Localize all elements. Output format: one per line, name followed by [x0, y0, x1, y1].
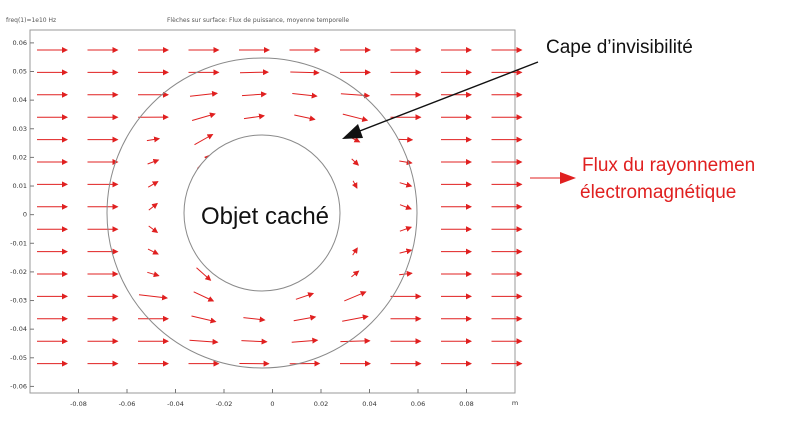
- x-axis-ticks: -0.08 -0.06 -0.04 -0.02 0 0.02 0.04 0.06 0.08: [70, 389, 474, 408]
- x-tick-label: 0: [270, 400, 274, 408]
- flow-arrow: [352, 247, 358, 256]
- flux-label-line2: électromagnétique: [580, 182, 736, 203]
- hidden-object-label: Objet caché: [201, 203, 329, 230]
- cloak-outer-boundary: [106, 57, 418, 369]
- flow-arrow: [146, 136, 161, 143]
- flow-arrow: [293, 314, 317, 322]
- flow-arrow: [342, 113, 369, 122]
- cloak-label: Cape d’invisibilité: [546, 37, 693, 58]
- y-tick-label: 0: [23, 211, 27, 219]
- flow-arrow: [351, 270, 360, 278]
- flow-arrow: [292, 92, 318, 99]
- power-flow-arrows: [37, 47, 523, 367]
- flow-arrow: [147, 271, 160, 278]
- y-tick-label: -0.02: [10, 268, 27, 276]
- x-tick-label: 0.02: [314, 400, 328, 408]
- x-tick-label: 0.08: [459, 400, 473, 408]
- x-tick-label: -0.02: [216, 400, 233, 408]
- flow-arrow: [239, 69, 269, 76]
- flow-arrow: [243, 113, 265, 120]
- flow-arrow: [191, 315, 217, 324]
- flow-arrow: [399, 248, 413, 255]
- y-tick-label: -0.06: [10, 382, 27, 390]
- flow-arrow: [340, 92, 371, 99]
- x-tick-label: -0.08: [70, 400, 87, 408]
- flow-arrow: [399, 270, 413, 277]
- y-tick-label: 0.02: [13, 153, 27, 161]
- flow-arrow: [340, 337, 371, 344]
- y-tick-label: -0.03: [10, 297, 27, 305]
- flow-arrow: [294, 114, 316, 122]
- flow-arrow: [189, 90, 218, 97]
- flow-arrow: [196, 267, 212, 281]
- flow-arrow: [147, 158, 160, 165]
- plot-header-frequency: freq(1)=1e10 Hz: [6, 17, 56, 24]
- flow-arrow: [243, 316, 266, 323]
- flow-arrow: [241, 91, 267, 98]
- cloak-pointer-line: [351, 61, 539, 135]
- y-tick-label: -0.05: [10, 354, 27, 362]
- y-tick-label: 0.05: [13, 68, 27, 76]
- flow-arrow: [148, 202, 158, 211]
- flow-arrow: [194, 134, 214, 146]
- flow-arrow: [351, 180, 358, 189]
- flow-arrow: [295, 292, 315, 300]
- flux-label-line1: Flux du rayonnemen: [582, 155, 755, 176]
- y-tick-label: 0.03: [13, 125, 27, 133]
- y-tick-label: -0.01: [10, 239, 27, 247]
- flow-arrow: [193, 291, 215, 302]
- y-tick-label: -0.04: [10, 325, 27, 333]
- flow-arrow: [399, 159, 413, 166]
- y-tick-label: 0.04: [13, 96, 27, 104]
- flow-arrow: [148, 225, 159, 233]
- y-axis-ticks: 0.06 0.05 0.04 0.03 0.02 0.01 0 -0.01 -0.02 -0.03…: [10, 39, 34, 390]
- flow-arrow: [189, 338, 219, 345]
- flow-arrow: [342, 314, 369, 322]
- x-tick-label: 0.06: [411, 400, 425, 408]
- cloak-pointer-head: [342, 124, 363, 139]
- flow-arrow: [290, 69, 320, 76]
- plot-header-title: Flèches sur surface: Flux de puissance, …: [167, 17, 349, 24]
- y-tick-label: 0.06: [13, 39, 27, 47]
- flow-arrow: [241, 338, 268, 345]
- x-tick-label: 0.04: [362, 400, 376, 408]
- flow-arrow: [147, 248, 159, 255]
- flow-arrow: [351, 158, 360, 166]
- y-tick-label: 0.01: [13, 182, 27, 190]
- flow-arrow: [291, 337, 319, 344]
- x-tick-label: -0.04: [167, 400, 184, 408]
- flow-arrow: [399, 204, 412, 210]
- flow-arrow: [191, 112, 216, 121]
- flow-arrow: [399, 226, 413, 232]
- flux-legend-arrow-head: [560, 172, 576, 184]
- hidden-object-boundary: [183, 134, 341, 292]
- flow-arrow: [147, 181, 159, 188]
- flow-arrow: [138, 294, 168, 301]
- x-tick-label: -0.06: [119, 400, 136, 408]
- flow-arrow: [344, 291, 367, 302]
- flow-arrow: [399, 181, 413, 188]
- x-axis-unit: m: [512, 399, 518, 407]
